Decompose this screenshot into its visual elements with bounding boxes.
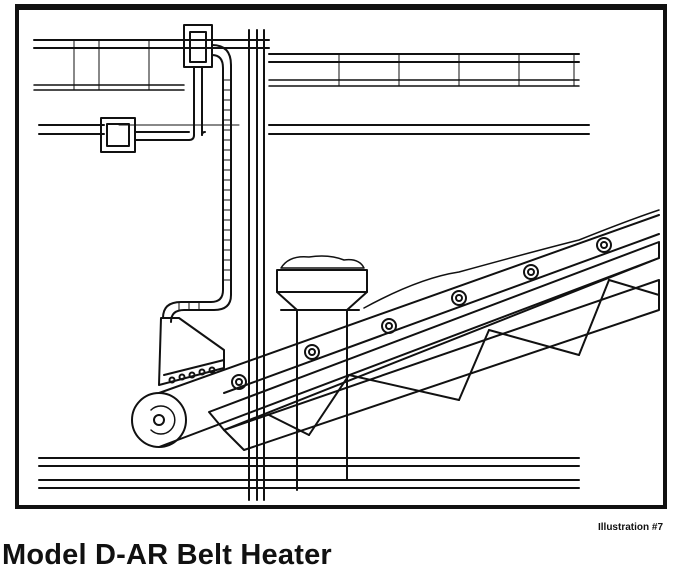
flexible-duct [162, 44, 232, 323]
blower-housing [183, 24, 213, 141]
floor-beams [38, 457, 580, 489]
belt-idlers [231, 237, 612, 390]
conveyor-belt [131, 209, 660, 448]
duct-ribs [178, 79, 232, 311]
heater-junction-box [100, 117, 190, 153]
heater-hood [158, 317, 225, 386]
illustration-caption: Illustration #7 [597, 522, 663, 533]
upper-beams [33, 39, 590, 135]
belt-heater-drawing [33, 24, 660, 501]
conveyor-truss [208, 241, 660, 451]
vertical-column [248, 29, 265, 501]
page-title: Model D-AR Belt Heater [2, 539, 332, 571]
illustration-frame [15, 4, 667, 509]
